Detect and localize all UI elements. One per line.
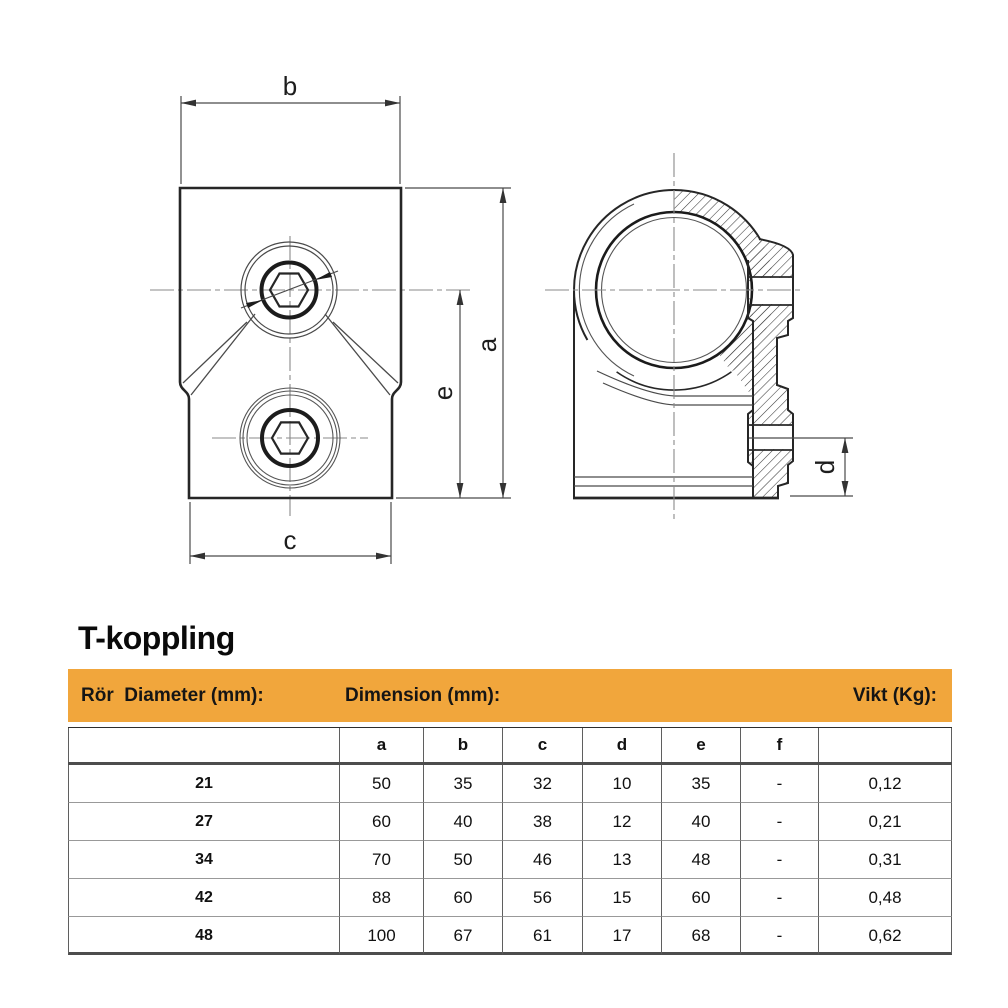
header-dimension: Dimension (mm):	[345, 684, 501, 706]
cell-vikt: 0,31	[818, 841, 952, 879]
dim-label-b: b	[283, 71, 297, 101]
front-view: b c a e	[150, 71, 511, 564]
subheader-d: d	[582, 728, 661, 762]
dim-label-d: d	[810, 460, 840, 474]
flange-outline	[747, 238, 794, 497]
cell-diameter: 42	[68, 879, 339, 917]
cell-a: 50	[339, 765, 423, 803]
cell-e: 35	[661, 765, 740, 803]
cell-f: -	[740, 765, 818, 803]
cell-diameter: 48	[68, 917, 339, 955]
cell-e: 40	[661, 803, 740, 841]
clamp-gap-band	[750, 278, 792, 304]
hex-socket	[270, 421, 310, 455]
table-subheader-row: a b c d e f	[68, 727, 952, 765]
cell-c: 61	[502, 917, 582, 955]
cell-f: -	[740, 879, 818, 917]
section-hatch	[674, 190, 793, 497]
subheader-vikt-empty	[818, 728, 952, 762]
table-header: Rör Diameter (mm): Dimension (mm): Vikt …	[68, 669, 952, 722]
cell-d: 12	[582, 803, 661, 841]
subheader-e: e	[661, 728, 740, 762]
centerlines	[545, 153, 802, 522]
table-row: 21 50 35 32 10 35 - 0,12	[68, 765, 952, 803]
cast-contour-lines	[182, 313, 399, 396]
cell-diameter: 34	[68, 841, 339, 879]
cell-a: 60	[339, 803, 423, 841]
table-row: 27 60 40 38 12 40 - 0,21	[68, 803, 952, 841]
technical-drawing: b c a e	[150, 71, 853, 564]
cell-c: 46	[502, 841, 582, 879]
cell-b: 35	[423, 765, 502, 803]
dim-label-c: c	[284, 525, 297, 555]
subheader-a: a	[339, 728, 423, 762]
cell-b: 60	[423, 879, 502, 917]
cell-a: 70	[339, 841, 423, 879]
cell-diameter: 27	[68, 803, 339, 841]
centerlines	[150, 236, 470, 516]
body-outline	[178, 186, 403, 500]
subheader-b: b	[423, 728, 502, 762]
cell-d: 13	[582, 841, 661, 879]
cell-d: 17	[582, 917, 661, 955]
cell-b: 50	[423, 841, 502, 879]
cell-c: 56	[502, 879, 582, 917]
cell-e: 68	[661, 917, 740, 955]
table-row: 48 100 67 61 17 68 - 0,62	[68, 917, 952, 955]
cell-b: 67	[423, 917, 502, 955]
cell-f: -	[740, 841, 818, 879]
cell-b: 40	[423, 803, 502, 841]
spec-table: Rör Diameter (mm): Dimension (mm): Vikt …	[68, 669, 952, 955]
dimension-a	[396, 187, 511, 499]
hex-socket	[268, 272, 310, 308]
cell-d: 15	[582, 879, 661, 917]
cell-vikt: 0,48	[818, 879, 952, 917]
cell-c: 38	[502, 803, 582, 841]
header-weight: Vikt (Kg):	[852, 684, 937, 706]
subheader-c: c	[502, 728, 582, 762]
table-grid: a b c d e f 21 50 35 32 10 35 - 0,12 27 …	[68, 727, 952, 955]
side-section-view: d	[545, 153, 853, 522]
cell-c: 32	[502, 765, 582, 803]
dimension-b	[180, 96, 401, 184]
table-row: 42 88 60 56 15 60 - 0,48	[68, 879, 952, 917]
band-lines	[748, 276, 793, 451]
subheader-empty	[68, 728, 339, 762]
dim-label-e: e	[428, 386, 458, 400]
lower-bolt	[239, 387, 341, 489]
cell-f: -	[740, 803, 818, 841]
header-diameter: Rör Diameter (mm):	[81, 684, 264, 706]
cell-e: 48	[661, 841, 740, 879]
table-row: 34 70 50 46 13 48 - 0,31	[68, 841, 952, 879]
dimension-c	[189, 502, 392, 564]
cell-a: 100	[339, 917, 423, 955]
cell-vikt: 0,12	[818, 765, 952, 803]
cell-a: 88	[339, 879, 423, 917]
cell-d: 10	[582, 765, 661, 803]
upper-bolt	[240, 241, 339, 339]
subheader-f: f	[740, 728, 818, 762]
cell-e: 60	[661, 879, 740, 917]
cell-vikt: 0,62	[818, 917, 952, 955]
cell-f: -	[740, 917, 818, 955]
dim-label-a: a	[472, 337, 502, 352]
cell-vikt: 0,21	[818, 803, 952, 841]
page-title: T-koppling	[78, 620, 235, 656]
cell-diameter: 21	[68, 765, 339, 803]
